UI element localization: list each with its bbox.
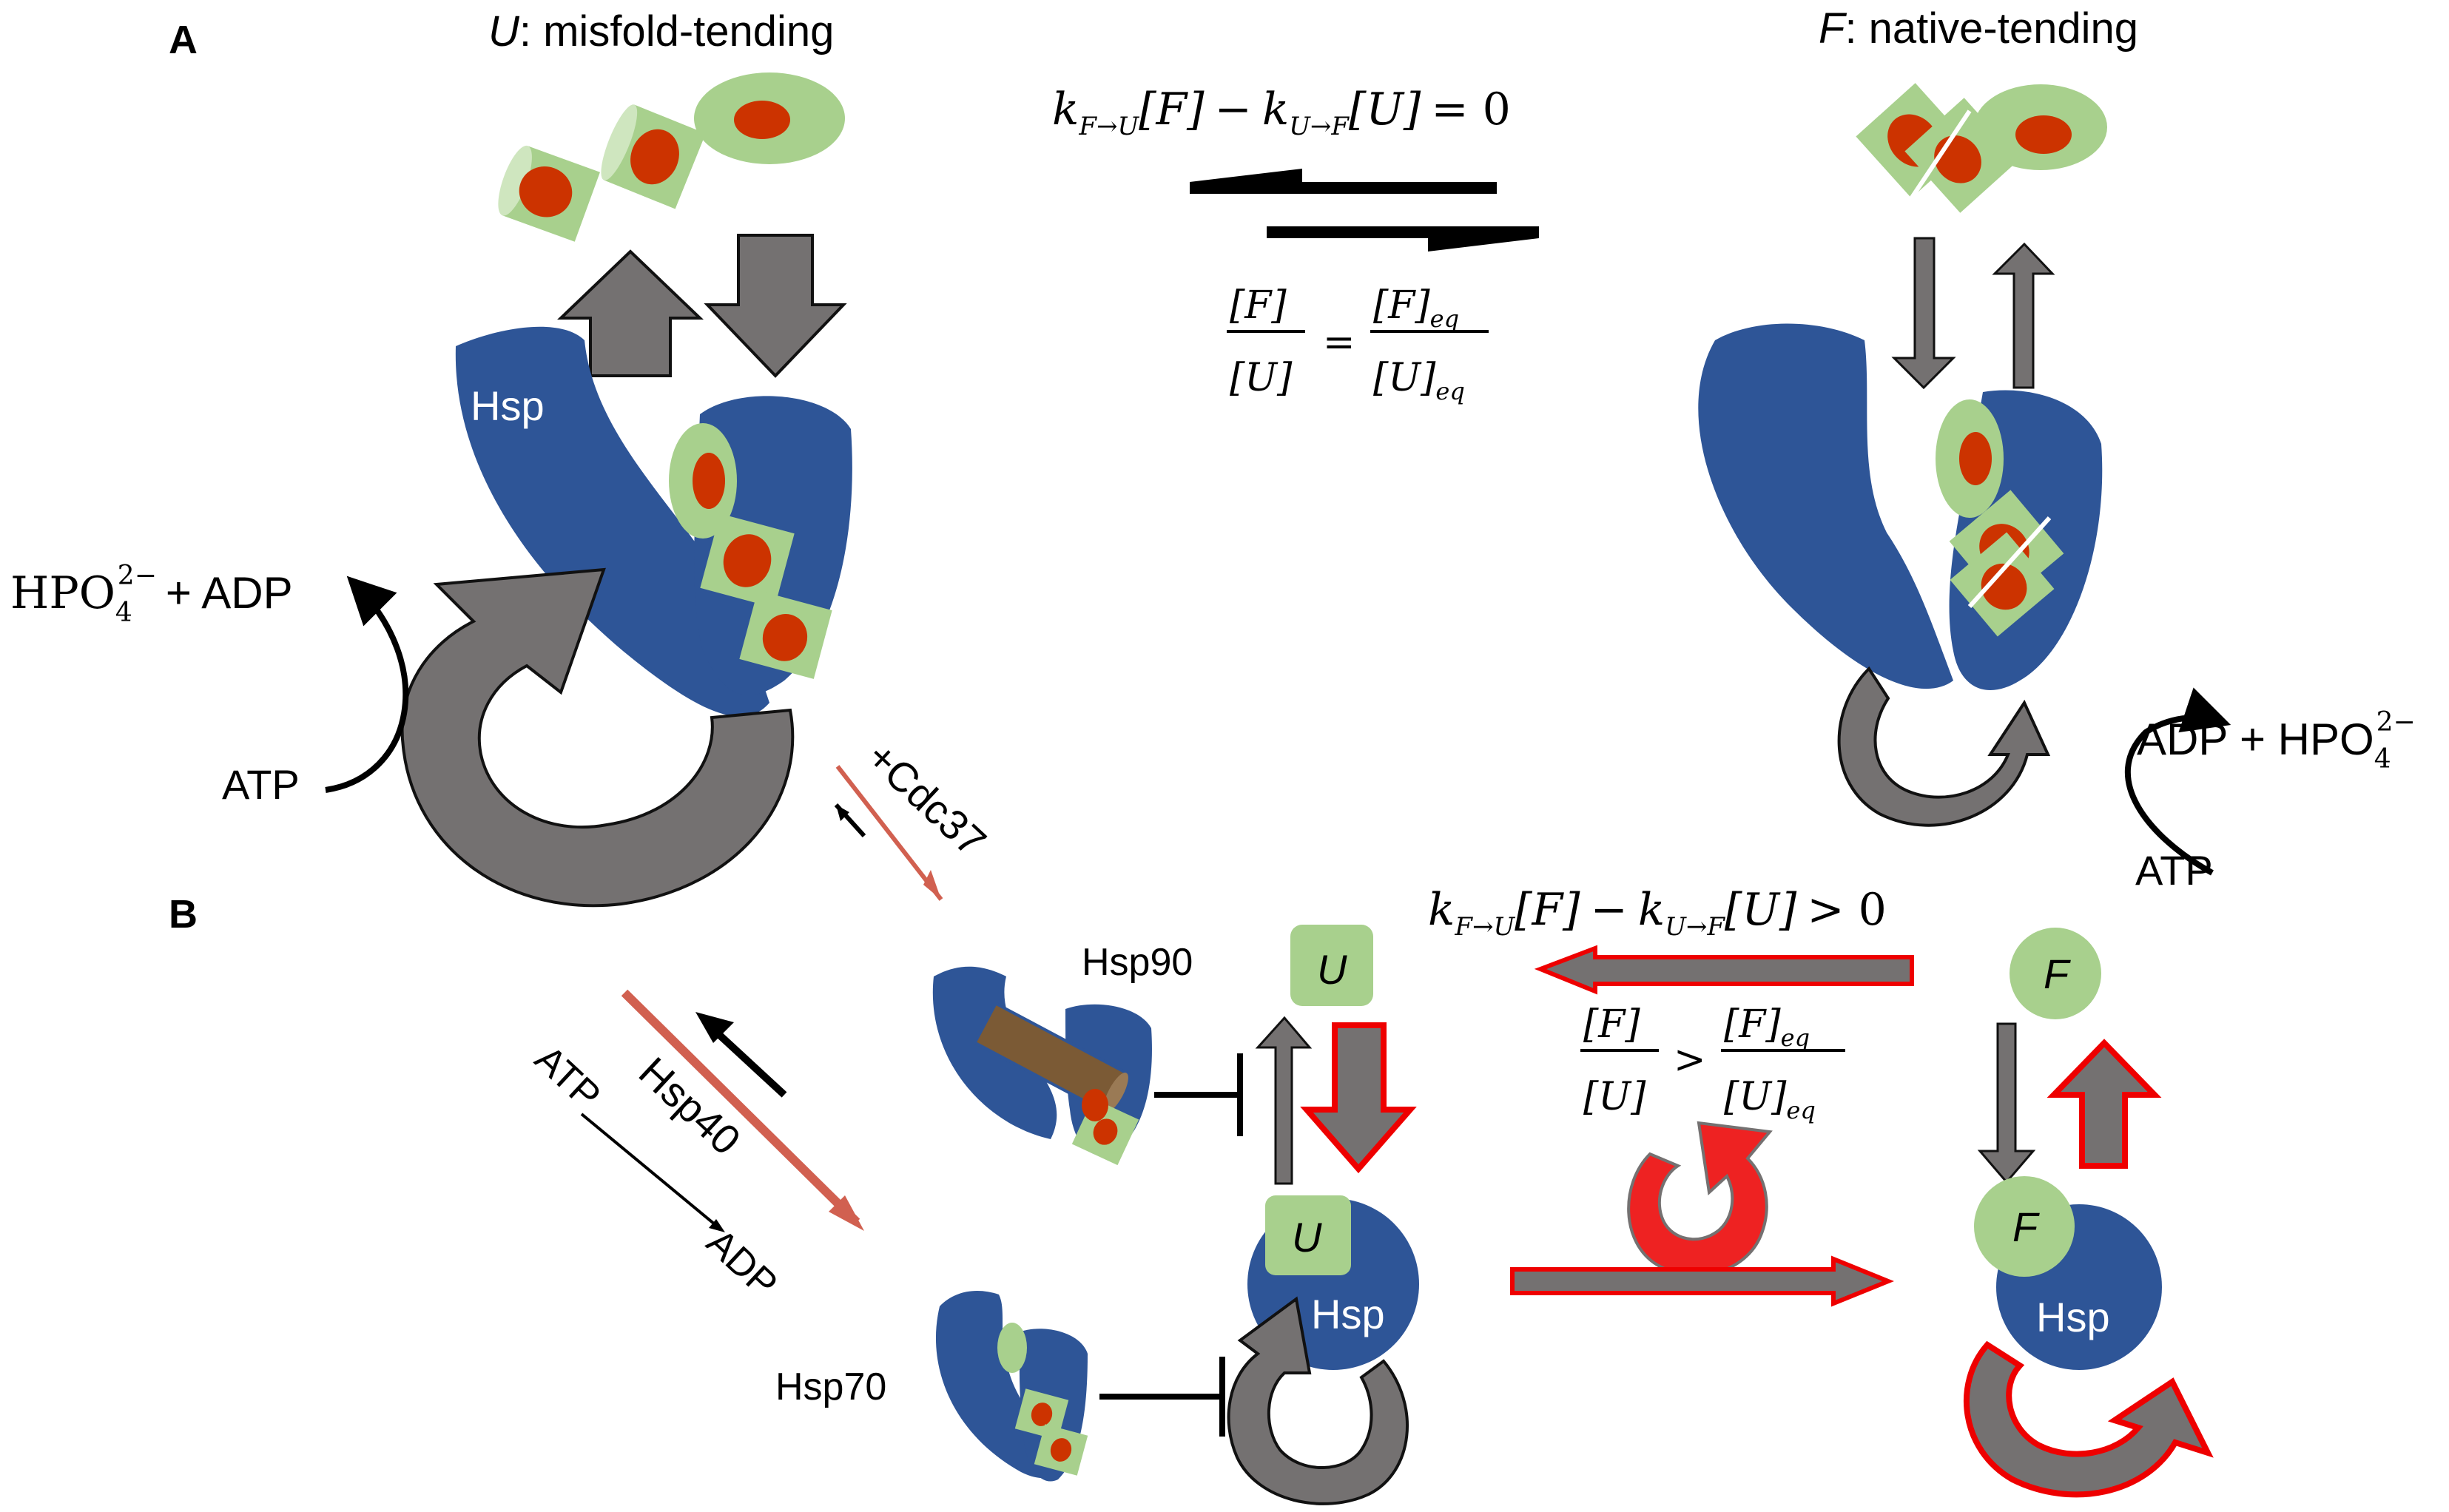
svg-text:>: > [1674, 1038, 1706, 1082]
f-title-text: : native-tending [1845, 4, 2138, 53]
atp-cycle-arrow-b-left [1227, 1296, 1409, 1505]
hsp70-label: Hsp70 [775, 1366, 886, 1408]
svg-text:[U]eq: [U]eq [1373, 356, 1465, 405]
atp-cycle-arrow-b-right-highlighted [1964, 1340, 2214, 1498]
f-circle [2010, 928, 2101, 1019]
svg-text:U: misfold-tending: U: misfold-tending [488, 7, 834, 55]
ratio-equilibrium: [F] [U] = [F]eq [U]eq [1227, 283, 1489, 405]
u-release-arrow [1255, 1016, 1313, 1185]
f-bound-label: F [2012, 1204, 2040, 1250]
hsp40-label: Hsp40 [630, 1048, 749, 1164]
hsp-dimer-a-right [1698, 323, 2103, 690]
atp-cycle-arrow-a [400, 567, 795, 908]
adp-label-b: ADP [698, 1221, 786, 1306]
hsp90-complex [932, 966, 1152, 1166]
u-bound-box [1265, 1195, 1351, 1275]
svg-text:=: = [1323, 320, 1355, 365]
red-cycle-arrow [1627, 1121, 1773, 1277]
ratio-steady-state: [F] [U] > [F]eq [U]eq [1580, 1002, 1845, 1124]
svg-text:[U]: [U] [1583, 1075, 1646, 1119]
f-to-u-arrow-highlighted [1534, 945, 1914, 995]
panel-a-label: A [169, 18, 198, 62]
f-circle-label: F [2044, 951, 2071, 997]
hsp40-atp-adp-arrow [580, 1113, 721, 1229]
svg-text:[F]eq: [F]eq [1373, 283, 1459, 333]
f-title-symbol: F [1819, 4, 1847, 53]
f-release-arrow-highlighted [2047, 1039, 2162, 1169]
atp-cycle-arrow-a-right [1837, 666, 2051, 827]
misfolded-substrate-chain [498, 72, 845, 242]
atp-label-left: ATP [222, 761, 300, 808]
u-to-f-arrow-highlighted [1510, 1255, 1894, 1307]
u-title-text: : misfold-tending [519, 7, 835, 55]
native-bind-arrow [1891, 237, 1956, 390]
hsp40-forward-arrow [621, 989, 860, 1226]
bound-substrate-a [669, 423, 832, 679]
cdc37-label: +Cdc37 [858, 733, 995, 865]
hsp-bound-f-label: Hsp [2036, 1294, 2110, 1340]
u-bind-arrow-highlighted [1300, 1022, 1417, 1174]
native-substrate-complex [1856, 83, 2107, 213]
atp-hydrolysis-arrow-left [325, 576, 409, 793]
equation-steady-state: kF→U[F]−kU→F[U]> 0 [1428, 884, 1887, 942]
svg-text:[U]eq: [U]eq [1724, 1075, 1816, 1124]
f-title: F: native-tending [1819, 4, 2138, 53]
svg-text:F: native-tending: F: native-tending [1819, 4, 2138, 53]
u-box [1290, 925, 1373, 1006]
svg-text:[F]: [F] [1230, 283, 1287, 328]
u-box-label: U [1317, 946, 1347, 993]
cdc37-forward-arrow [835, 765, 943, 901]
native-release-arrow [1992, 242, 2055, 389]
atp-label-b: ATP [527, 1037, 609, 1118]
atp-label-right: ATP [2135, 847, 2213, 894]
products-left: HPO42−+ ADP [10, 561, 293, 628]
f-bound-circle [1974, 1176, 2075, 1277]
u-bound-label: U [1292, 1214, 1322, 1260]
hsp-label-a: Hsp [471, 382, 545, 429]
bind-arrow-down [704, 234, 847, 378]
atp-hydrolysis-arrow-right [2124, 687, 2231, 876]
bound-native-substrate [1936, 399, 2064, 637]
equilibrium-arrows [1190, 169, 1539, 252]
f-bind-arrow [1977, 1022, 2036, 1184]
u-title: U: misfold-tending [488, 7, 834, 55]
panel-b-label: B [169, 892, 198, 936]
hsp70-complex [935, 1291, 1088, 1482]
svg-text:[F]: [F] [1583, 1002, 1640, 1047]
hsp90-label: Hsp90 [1082, 941, 1193, 984]
hsp-bound-u-label: Hsp [1311, 1291, 1385, 1337]
products-right: ADP + HPO42− [2137, 707, 2416, 774]
svg-text:[U]: [U] [1230, 356, 1293, 400]
equation-equilibrium: kF→U[F]−kU→F[U]= 0 [1052, 84, 1511, 141]
svg-text:[F]eq: [F]eq [1724, 1002, 1810, 1052]
release-arrow-up [557, 249, 704, 377]
u-title-symbol: U [488, 7, 520, 55]
